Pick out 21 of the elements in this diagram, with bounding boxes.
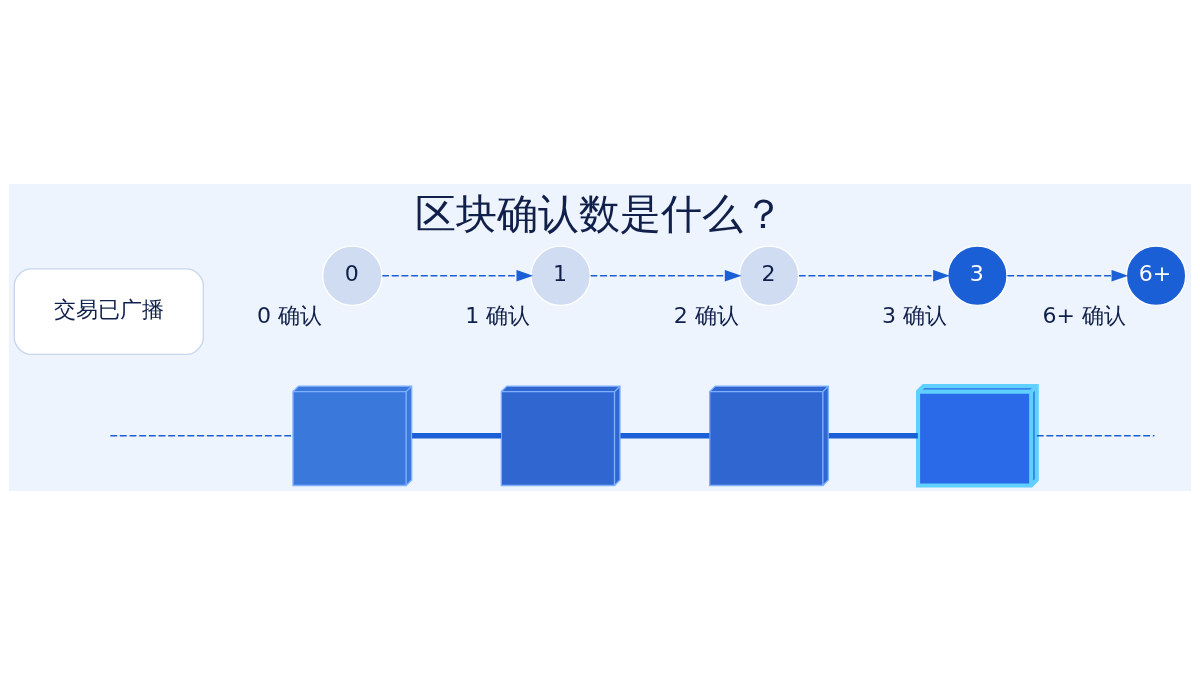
node-label: 6+ 确认 [1042,303,1127,329]
node-label: 0 确认 [257,303,323,329]
node-label: 2 确认 [673,303,739,329]
connector [1036,435,1156,437]
arrow [381,269,534,282]
diagram-title: 区块确认数是什么？ [415,190,785,239]
connector [620,433,710,439]
node-circle: 6+ [1125,245,1187,307]
node-label: 3 确认 [882,303,948,329]
node-label: 1 确认 [465,303,531,329]
node-circle: 0 [322,245,383,307]
arrow [589,269,742,282]
connector [828,433,918,439]
connector [109,435,294,437]
node-circle: 2 [738,245,800,307]
node-circle: 1 [530,245,592,307]
node-box: 交易已广播 [13,268,204,356]
node-circle: 3 [947,245,1008,307]
arrow [798,269,950,282]
connector [412,433,502,439]
arrow [1006,269,1129,282]
